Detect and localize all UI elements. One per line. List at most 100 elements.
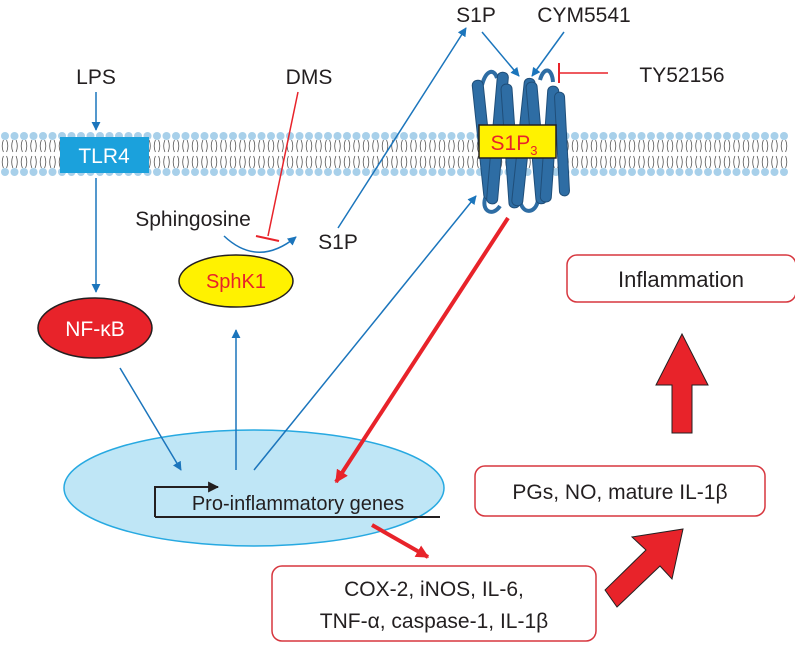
lipid-tail xyxy=(761,139,764,153)
lipid-tail xyxy=(296,155,299,169)
lipid-tail xyxy=(272,155,275,169)
lipid-tail xyxy=(633,155,636,169)
lipid-tail xyxy=(666,155,669,169)
lipid-tail xyxy=(319,139,322,153)
lipid-tail xyxy=(391,155,394,169)
lipid-tail xyxy=(305,139,308,153)
lipid-tail xyxy=(258,155,261,169)
lipid-head xyxy=(20,168,28,176)
lipid-tail xyxy=(191,155,194,169)
lipid-tail xyxy=(215,139,218,153)
lipid-head xyxy=(609,168,617,176)
lipid-tail xyxy=(386,155,389,169)
lipid-tail xyxy=(452,155,455,169)
lipid-tail xyxy=(424,139,427,153)
s1p-intracellular-label: S1P xyxy=(318,231,358,254)
lipid-tail xyxy=(467,155,470,169)
lipid-tail xyxy=(53,155,56,169)
lipid-head xyxy=(267,132,275,140)
lipid-head xyxy=(400,168,408,176)
lipid-head xyxy=(447,132,456,140)
lipid-tail xyxy=(277,139,280,153)
nfkb-factor: NF-κB xyxy=(37,297,153,359)
lipid-tail xyxy=(267,155,270,169)
s1p3-subscript: 3 xyxy=(530,143,537,158)
lipid-tail xyxy=(163,155,166,169)
lipid-tail xyxy=(571,139,574,153)
lipid-tail xyxy=(652,155,655,169)
lipid-tail xyxy=(780,139,783,153)
lipid-tail xyxy=(286,155,289,169)
lipid-head xyxy=(381,132,389,140)
lipid-head xyxy=(628,168,636,176)
cym5541-label: CYM5541 xyxy=(537,4,630,27)
lipid-head xyxy=(742,168,750,176)
lipid-tail xyxy=(775,155,778,169)
lipid-head xyxy=(732,168,741,176)
lipid-tail xyxy=(590,139,593,153)
lipid-tail xyxy=(733,139,736,153)
lipid-tail xyxy=(405,155,408,169)
lipid-tail xyxy=(728,139,731,153)
block-arrow-up xyxy=(655,332,709,434)
lipid-head xyxy=(599,168,608,176)
lipid-tail xyxy=(661,155,664,169)
lipid-head xyxy=(457,132,465,140)
lipid-tail xyxy=(747,155,750,169)
lipid-tail xyxy=(657,155,660,169)
lipid-tail xyxy=(186,155,189,169)
lipid-head xyxy=(571,132,579,140)
gene-products-line1: COX-2, iNOS, IL-6, xyxy=(344,578,524,601)
lipid-tail xyxy=(324,155,327,169)
lipid-tail xyxy=(581,139,584,153)
lipid-head xyxy=(647,168,655,176)
lipid-tail xyxy=(1,139,4,153)
lipid-tail xyxy=(728,155,731,169)
lipid-tail xyxy=(253,155,256,169)
lipid-tail xyxy=(248,139,251,153)
lipid-tail xyxy=(633,139,636,153)
ty52156-label: TY52156 xyxy=(639,64,724,87)
lipid-tail xyxy=(785,139,788,153)
lipid-tail xyxy=(438,139,441,153)
inflammation-box: Inflammation xyxy=(566,254,795,303)
lipid-tail xyxy=(614,139,617,153)
lipid-head xyxy=(248,168,256,176)
lipid-head xyxy=(219,132,228,140)
lipid-tail xyxy=(690,139,693,153)
lipid-tail xyxy=(718,155,721,169)
mediators-label: PGs, NO, mature IL-1β xyxy=(512,481,727,504)
lipid-tail xyxy=(239,139,242,153)
lps-label: LPS xyxy=(76,66,116,89)
lipid-tail xyxy=(6,139,9,153)
lipid-tail xyxy=(747,139,750,153)
lipid-tail xyxy=(657,139,660,153)
lipid-tail xyxy=(353,139,356,153)
lipid-tail xyxy=(210,139,213,153)
lipid-tail xyxy=(410,139,413,153)
lipid-tail xyxy=(699,155,702,169)
lipid-tail xyxy=(277,155,280,169)
lipid-tail xyxy=(775,139,778,153)
lipid-head xyxy=(656,132,665,140)
tlr4-label: TLR4 xyxy=(78,145,130,168)
lipid-tail xyxy=(628,155,631,169)
lipid-head xyxy=(219,168,228,176)
lipid-tail xyxy=(11,155,14,169)
lipid-head xyxy=(362,168,370,176)
lipid-tail xyxy=(680,139,683,153)
lipid-tail xyxy=(737,139,740,153)
lipid-tail xyxy=(661,139,664,153)
lipid-tail xyxy=(395,139,398,153)
lipid-tail xyxy=(400,155,403,169)
lipid-tail xyxy=(419,139,422,153)
lipid-head xyxy=(419,132,427,140)
lipid-tail xyxy=(172,155,175,169)
lipid-tail xyxy=(234,155,237,169)
lipid-tail xyxy=(172,139,175,153)
lipid-tail xyxy=(191,139,194,153)
lipid-tail xyxy=(695,139,698,153)
lipid-tail xyxy=(742,139,745,153)
gene-promoter: Pro-inflammatory genes xyxy=(154,481,440,518)
